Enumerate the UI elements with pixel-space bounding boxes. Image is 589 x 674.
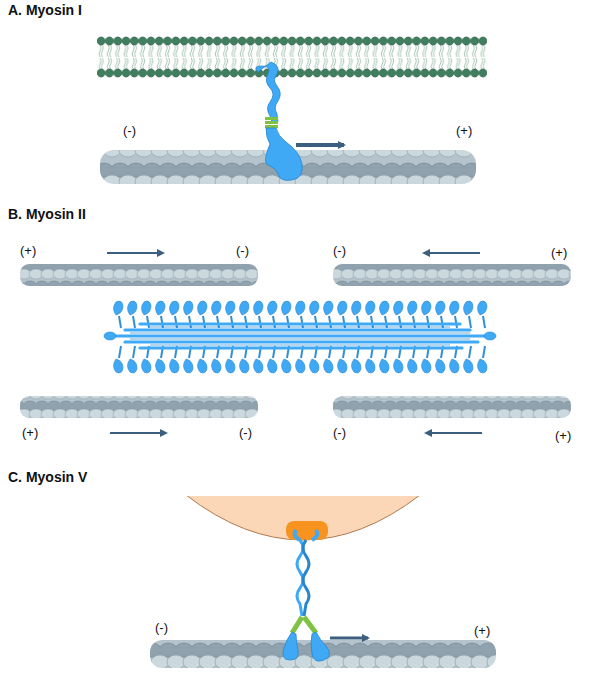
actin-filament <box>20 396 258 418</box>
polarity-label: (-) <box>333 243 346 258</box>
polarity-label: (+) <box>456 123 472 138</box>
polarity-label: (+) <box>20 243 36 258</box>
actin-filament <box>333 396 571 418</box>
polarity-label: (-) <box>236 243 249 258</box>
polarity-label: (-) <box>123 123 136 138</box>
polarity-label: (+) <box>555 428 571 443</box>
polarity-label: (-) <box>239 425 252 440</box>
polarity-label: (+) <box>22 425 38 440</box>
myosin-one <box>256 62 344 180</box>
actin-filament <box>333 264 571 286</box>
section-title: C. Myosin V <box>8 470 87 485</box>
lipid-bilayer <box>97 36 487 78</box>
vesicle <box>186 495 420 540</box>
cargo-receptor <box>286 521 328 540</box>
direction-arrow <box>107 253 482 433</box>
polarity-label: (-) <box>333 425 346 440</box>
polarity-label: (+) <box>551 245 567 260</box>
polarity-label: (-) <box>155 620 168 635</box>
actin-filament <box>20 264 258 286</box>
section-title: A. Myosin I <box>8 3 82 18</box>
myosin-five <box>283 530 368 661</box>
polarity-label: (+) <box>474 623 490 638</box>
section-title: B. Myosin II <box>8 207 86 222</box>
myosin-two-filament <box>104 298 496 376</box>
